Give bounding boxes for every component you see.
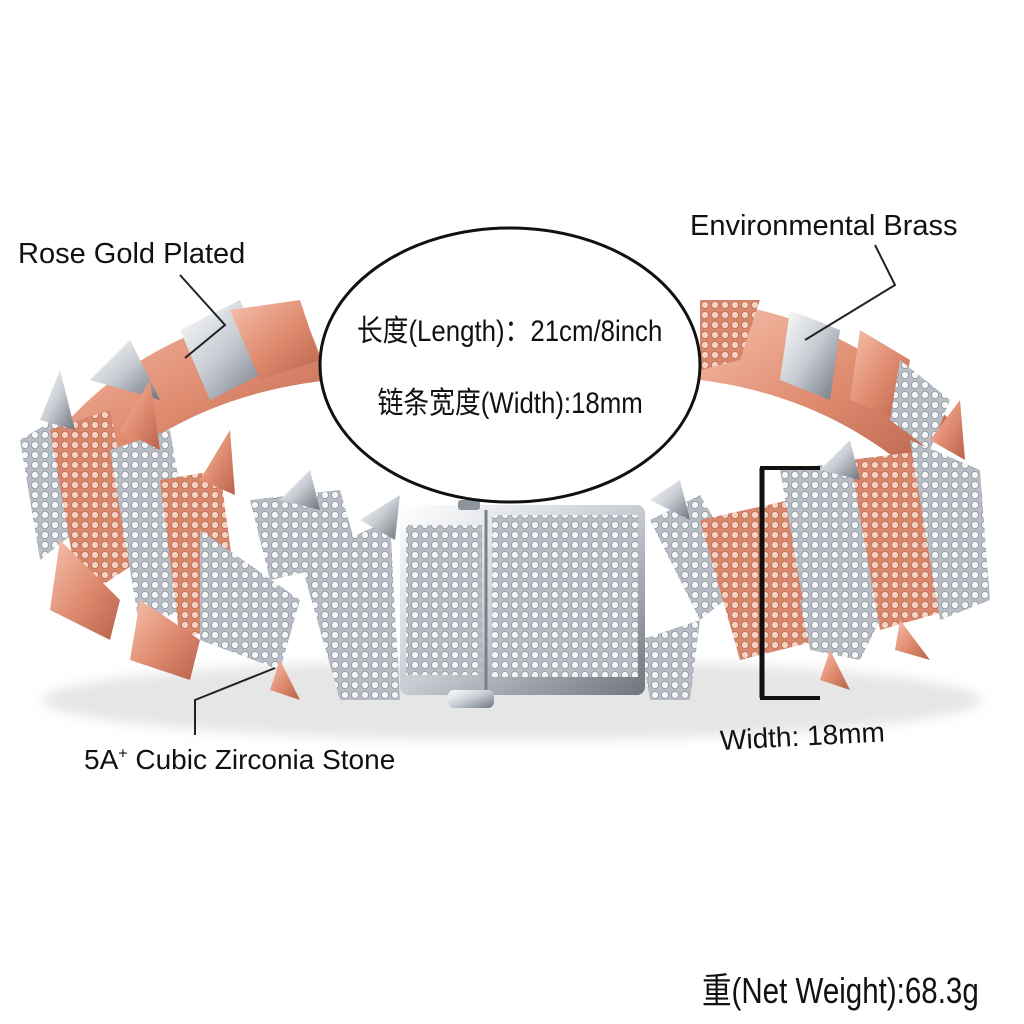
callout-line-brass	[804, 244, 897, 341]
label-cubic-zirconia: 5A+ Cubic Zirconia Stone	[84, 744, 395, 776]
spec-chain-width: 链条宽度(Width):18mm	[377, 387, 643, 420]
bracelet-front-links	[20, 370, 990, 700]
label-environmental-brass: Environmental Brass	[690, 210, 958, 242]
callout-line-rose	[179, 274, 227, 359]
spec-length: 长度(Length)：21cm/8inch	[357, 315, 663, 348]
label-rose-gold-plated: Rose Gold Plated	[18, 238, 246, 270]
width-bracket	[759, 466, 820, 700]
label-stone-name: Cubic Zirconia Stone	[127, 744, 396, 775]
label-stone-plus: +	[118, 745, 128, 763]
label-net-weight: 重(Net Weight):68.3g	[702, 970, 979, 1011]
spec-text-group: 长度(Length)：21cm/8inch 链条宽度(Width):18mm	[322, 228, 698, 500]
spec-ellipse	[318, 226, 702, 504]
callout-line-stone	[194, 667, 276, 735]
callout-lines	[179, 244, 897, 735]
label-stone-grade: 5A	[84, 744, 119, 775]
bracelet-clasp	[400, 500, 645, 708]
